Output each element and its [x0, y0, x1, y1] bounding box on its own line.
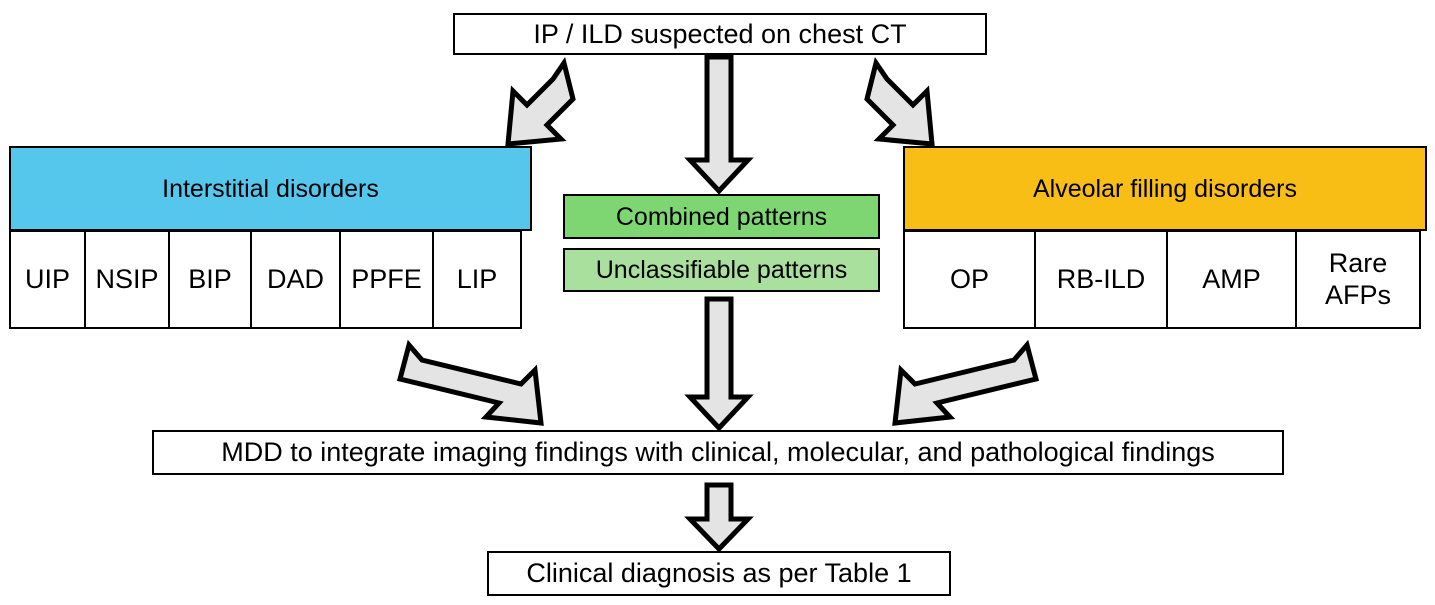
arrow-alveolar-to-mdd: [878, 337, 1040, 432]
cell-bip-label: BIP: [188, 263, 232, 294]
arrow-top-to-center: [684, 54, 754, 195]
header-interstitial-label: Interstitial disorders: [162, 174, 379, 203]
node-final-label: Clinical diagnosis as per Table 1: [526, 558, 912, 589]
node-unclassifiable-label: Unclassifiable patterns: [595, 256, 848, 284]
cell-lip-label: LIP: [456, 263, 498, 294]
cell-op: OP: [903, 230, 1036, 329]
node-combined-patterns: Combined patterns: [563, 194, 880, 239]
arrow-interstitial-to-mdd: [396, 337, 558, 432]
cell-rb-ild: RB-ILD: [1034, 230, 1168, 329]
subtype-row-interstitial: UIP NSIP BIP DAD PPFE LIP: [9, 230, 532, 329]
header-alveolar-filling-disorders: Alveolar filling disorders: [903, 146, 1427, 231]
header-alveolar-label: Alveolar filling disorders: [1032, 174, 1297, 203]
arrow-mdd-to-final: [684, 482, 754, 553]
node-mdd-integration: MDD to integrate imaging findings with c…: [152, 430, 1284, 475]
cell-rare-afps: Rare AFPs: [1295, 230, 1421, 329]
cell-rare-afps-label: Rare AFPs: [1324, 248, 1391, 310]
cell-ppfe-label: PPFE: [351, 263, 422, 294]
cell-nsip: NSIP: [84, 230, 170, 329]
cell-dad: DAD: [250, 230, 341, 329]
cell-rb-ild-label: RB-ILD: [1056, 263, 1146, 294]
cell-bip: BIP: [168, 230, 252, 329]
cell-amp-label: AMP: [1202, 263, 1261, 294]
cell-lip: LIP: [432, 230, 522, 329]
header-interstitial-disorders: Interstitial disorders: [9, 146, 532, 231]
group-alveolar-filling-disorders: Alveolar filling disorders OP RB-ILD AMP…: [903, 146, 1427, 329]
node-mdd-label: MDD to integrate imaging findings with c…: [221, 437, 1215, 468]
arrow-top-to-alveolar: [864, 55, 975, 150]
node-ip-ild-suspected: IP / ILD suspected on chest CT: [453, 13, 987, 55]
node-clinical-diagnosis: Clinical diagnosis as per Table 1: [487, 551, 951, 596]
cell-uip-label: UIP: [24, 263, 70, 294]
group-interstitial-disorders: Interstitial disorders UIP NSIP BIP DAD …: [9, 146, 532, 329]
node-unclassifiable-patterns: Unclassifiable patterns: [563, 248, 880, 292]
arrow-center-to-mdd: [684, 296, 754, 432]
cell-op-label: OP: [949, 263, 989, 294]
cell-amp: AMP: [1166, 230, 1297, 329]
arrow-top-to-interstitial: [465, 55, 576, 150]
subtype-row-alveolar: OP RB-ILD AMP Rare AFPs: [903, 230, 1427, 329]
node-combined-label: Combined patterns: [615, 202, 828, 231]
node-top-label: IP / ILD suspected on chest CT: [533, 18, 907, 49]
cell-uip: UIP: [9, 230, 86, 329]
cell-ppfe: PPFE: [339, 230, 434, 329]
cell-nsip-label: NSIP: [95, 263, 159, 294]
cell-dad-label: DAD: [266, 263, 324, 294]
